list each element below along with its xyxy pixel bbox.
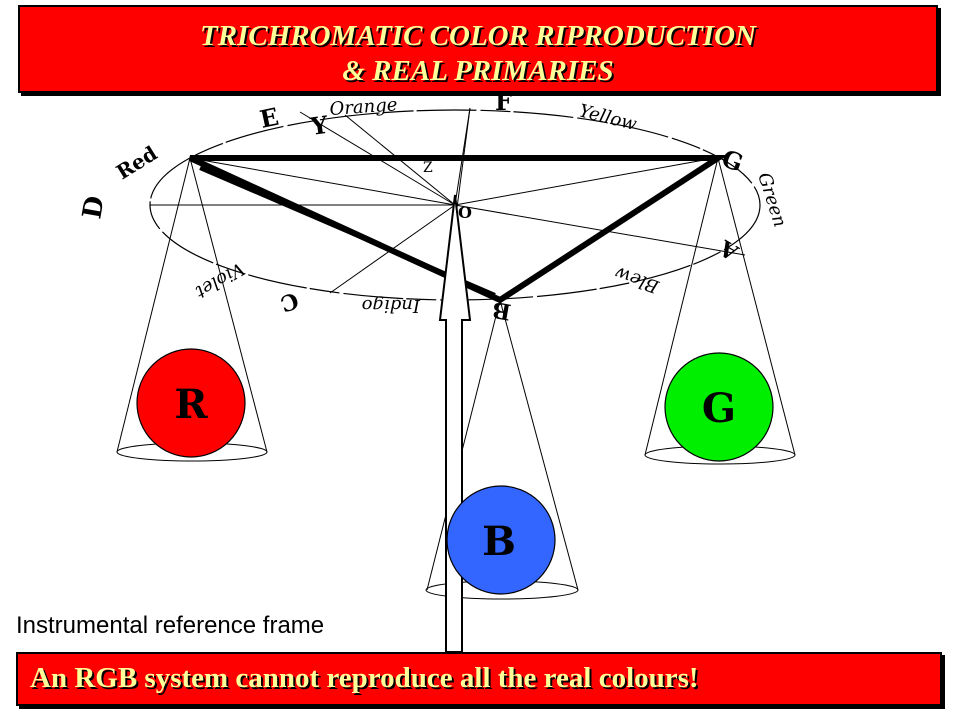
- green-primary-circle: [664, 352, 774, 462]
- label-letter-y: Y: [308, 110, 331, 141]
- label-letter-f: F: [495, 87, 512, 116]
- label-orange: Orange: [329, 94, 398, 120]
- red-primary-circle: [136, 348, 246, 458]
- title-banner: TRICHROMATIC COLOR RIPRODUCTION & REAL P…: [18, 5, 938, 93]
- blue-primary-circle: [446, 485, 556, 595]
- label-letter-e: E: [257, 102, 281, 134]
- blue-primary-label: B: [482, 518, 516, 565]
- footer-text: An RGB system cannot reproduce all the r…: [30, 662, 699, 694]
- green-primary-label: G: [702, 385, 736, 432]
- cones: [116, 157, 796, 600]
- red-primary-label: R: [174, 381, 208, 428]
- title-line-1: TRICHROMATIC COLOR RIPRODUCTION: [200, 20, 756, 52]
- label-indigo: Indigo: [361, 295, 421, 316]
- reference-frame-caption: Instrumental reference frame: [16, 612, 325, 639]
- label-letter-d: D: [77, 194, 110, 221]
- label-letter-o: O: [458, 203, 472, 222]
- title-line-2: & REAL PRIMARIES: [342, 55, 614, 87]
- label-letter-z: Z: [423, 160, 433, 176]
- footer-banner: An RGB system cannot reproduce all the r…: [16, 652, 942, 706]
